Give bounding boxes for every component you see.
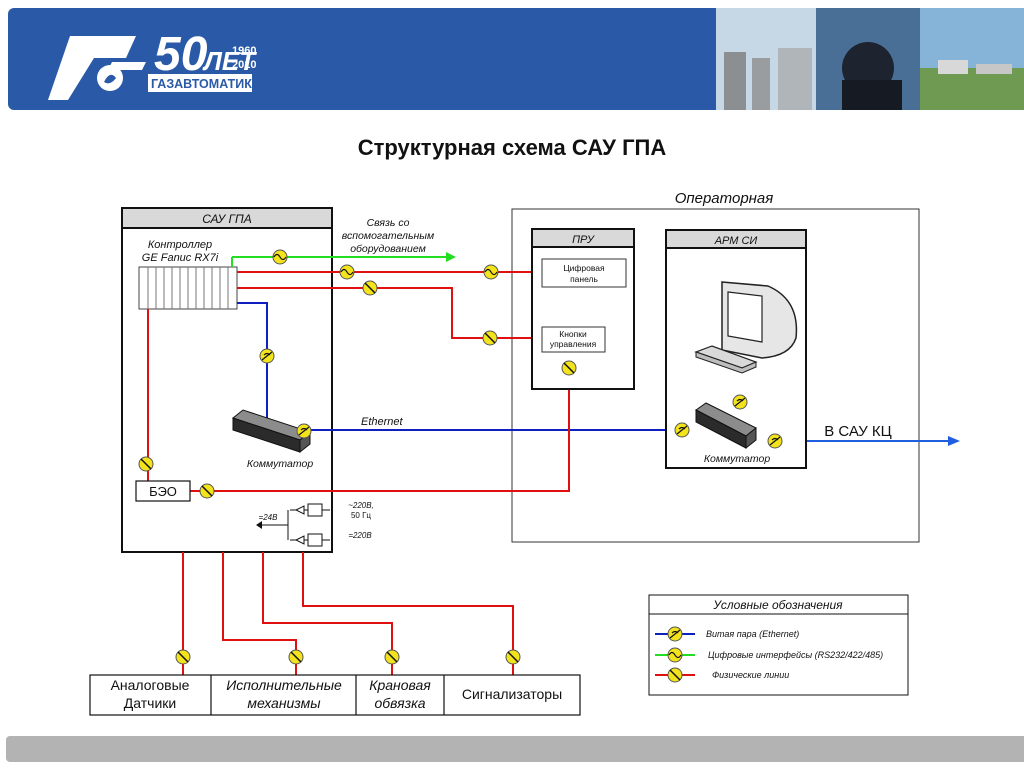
sau-kc-arrow [948,436,960,446]
pru-title: ПРУ [572,234,595,246]
valve-piping-line1: Крановая [369,677,431,693]
right-switch-icon [695,402,757,450]
right-switch-label: Коммутатор [704,453,770,465]
aux-link-line1: Связь со [367,217,410,229]
pru-cabinet [531,228,635,390]
control-buttons-label-line2: управления [550,339,597,349]
slide-title: Структурная схема САУ ГПА [357,135,667,160]
connector-panel-link-right [483,264,499,280]
wire-alarm-devices [302,552,514,675]
connector-panel-link-left [339,264,355,280]
legend-title: Условные обозначения [712,598,843,612]
connector-sau-kc [767,433,783,449]
legend-digital-connector [667,647,683,663]
power-24-label: =24В [259,513,279,522]
legend-digital-label: Цифровые интерфейсы (RS232/422/485) [708,650,883,660]
wire-valve-piping [262,552,393,675]
legend-physical-connector [667,667,683,683]
actuators-line1: Исполнительные [226,677,342,693]
header-photo-collage [716,8,1024,110]
operator-room-frame [511,208,920,543]
connector-controller-switch [259,348,275,364]
connector-buttons-link [362,280,378,296]
svg-text:ГАЗАВТОМАТИКА: ГАЗАВТОМАТИКА [151,77,261,91]
control-buttons [541,326,606,353]
digital-panel-label-line2: панель [570,274,598,284]
operator-room-label: Операторная [675,190,774,207]
digital-link-arrow [446,252,456,262]
legend-box [648,594,909,696]
beo-label: БЭО [149,484,177,499]
legend-ethernet-connector [667,626,683,642]
field-devices-row [89,674,581,716]
svg-text:2010: 2010 [232,59,256,71]
wire-actuators [222,552,297,675]
operator-pc-icon [694,281,798,374]
wire-beo-buttons [190,352,570,492]
svg-text:ЛЕТ: ЛЕТ [202,46,257,76]
legend-physical-label: Физические линии [712,670,789,680]
power-220dc-label: =220В [348,531,372,540]
controller-rack [138,266,238,310]
connector-buttons-link-right [482,330,498,346]
connector-beo-out [199,483,215,499]
connector-analog-sensors [175,649,191,665]
sau-gpa-title: САУ ГПА [202,212,251,226]
aux-link-line2: вспомогательным [342,230,434,242]
analog-sensors-line2: Датчики [124,695,176,711]
analog-sensors-line1: Аналоговые [111,677,190,693]
footer-bar [6,736,1024,762]
left-switch-label: Коммутатор [247,458,313,470]
power-supply-block [256,503,330,547]
connector-digital-link [272,249,288,265]
sau-gpa-header [121,207,333,229]
valve-piping-line2: обвязка [374,695,425,711]
aux-link-line3: оборудованием [350,243,426,255]
control-buttons-label-line1: Кнопки [559,329,587,339]
beo-box [135,480,191,502]
connector-beo-controller [138,456,154,472]
connector-valve-piping [384,649,400,665]
connector-buttons-beo [561,360,577,376]
header-banner: 50 ЛЕТ 1960 2010 ГАЗАВТОМАТИКА [8,8,1024,110]
ethernet-label: Ethernet [361,416,404,428]
digital-panel [541,258,627,288]
legend-ethernet-label: Витая пара (Ethernet) [706,629,799,639]
controller-label-line1: Контроллер [148,239,212,251]
connector-actuators [288,649,304,665]
connector-alarm-devices [505,649,521,665]
power-220-50-line2: 50 Гц [351,511,371,520]
wire-controller-switch [237,302,268,424]
svg-text:1960: 1960 [232,45,256,57]
controller-label-line2: GE Fanuc RX7i [142,252,219,264]
header-graphic: 50 ЛЕТ 1960 2010 ГАЗАВТОМАТИКА [48,8,1024,110]
arm-si-title: АРМ СИ [714,235,758,247]
connector-right-switch-in [674,422,690,438]
connector-left-switch [296,423,312,439]
arm-si-header [665,229,807,249]
to-sau-kc-label: В САУ КЦ [824,423,892,440]
svg-text:50: 50 [154,28,208,81]
power-220-50-line1: ~220В, [348,501,374,510]
actuators-line2: механизмы [247,695,321,711]
connector-arm-pc [732,394,748,410]
company-logo: 50 ЛЕТ 1960 2010 ГАЗАВТОМАТИКА [48,28,261,100]
digital-panel-label-line1: Цифровая [563,263,605,273]
pru-header [531,228,635,248]
alarm-devices-label: Сигнализаторы [462,686,562,702]
